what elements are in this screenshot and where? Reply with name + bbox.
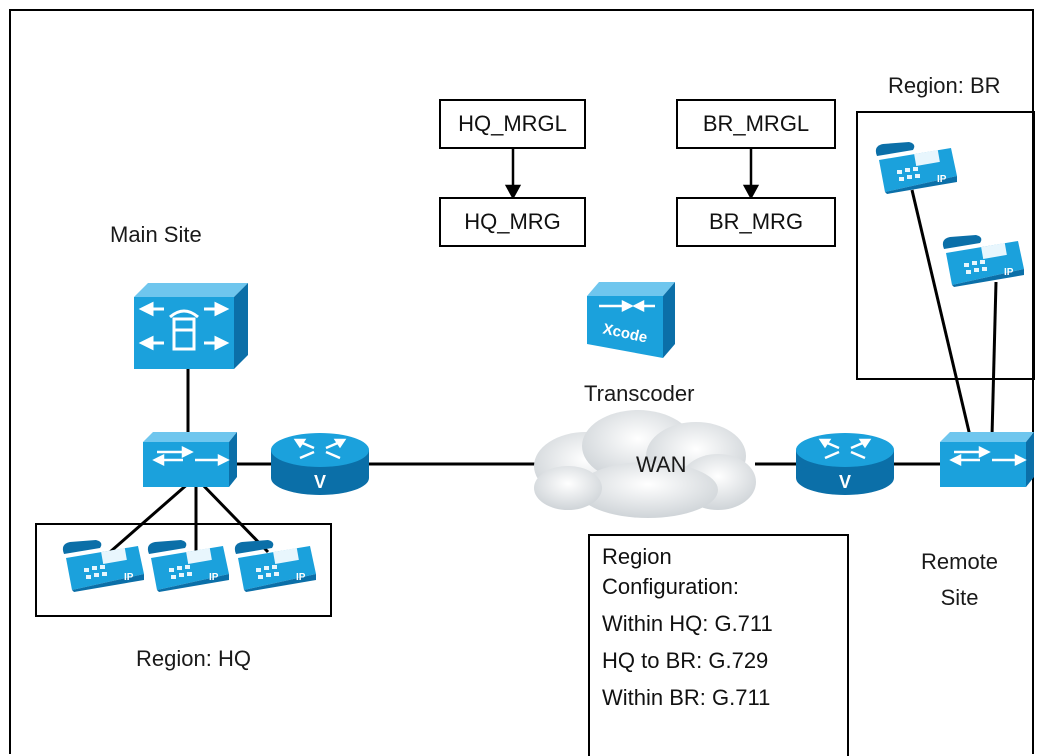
- call-manager-server: [134, 283, 248, 369]
- ip-phone-icon: IP: [147, 540, 229, 592]
- ip-phone-hq-2: IP: [145, 540, 229, 592]
- ip-phone-icon: IP: [234, 540, 316, 592]
- remote-site-line2: Site: [940, 585, 979, 610]
- hq-voice-router: V: [270, 432, 370, 496]
- router-icon: V: [271, 433, 369, 495]
- br-mrg-box: BR_MRG: [676, 197, 836, 247]
- region-br-box: [856, 111, 1035, 380]
- call-manager-icon: [134, 283, 248, 369]
- br-mrgl-box: BR_MRGL: [676, 99, 836, 149]
- arrow-head-br: [742, 184, 760, 200]
- router-icon: V: [796, 433, 894, 495]
- phone-mark: IP: [209, 572, 219, 583]
- ip-phone-br-1: IP: [873, 142, 957, 194]
- hq-mrgl-box: HQ_MRGL: [439, 99, 586, 149]
- phone-mark: IP: [124, 572, 134, 583]
- region-config-row: Within BR: G.711: [602, 685, 771, 710]
- br-mrg-label: BR_MRG: [708, 209, 804, 234]
- link-switch-phone-hq3: [198, 480, 270, 554]
- phone-mark: IP: [1004, 267, 1014, 278]
- cloud-icon: [534, 410, 756, 518]
- ip-phone-br-2: IP: [940, 235, 1024, 287]
- remote-site-label: Remote Site: [921, 544, 998, 616]
- region-config-row: Within HQ: G.711: [602, 611, 773, 636]
- br-mrgl-label: BR_MRGL: [702, 111, 810, 136]
- link-switch-phone-br1: [910, 189, 972, 437]
- hq-mrg-box: HQ_MRG: [439, 197, 586, 247]
- ip-phone-hq-1: IP: [60, 540, 144, 592]
- br-switch: [940, 432, 1034, 487]
- hq-router-mark: V: [314, 472, 326, 492]
- switch-icon: [940, 432, 1034, 487]
- region-configuration-box: Region Configuration: Within HQ: G.711 H…: [588, 534, 849, 756]
- transcoder-icon: Xcode: [587, 282, 675, 358]
- wan-label: WAN: [636, 452, 687, 477]
- switch-icon: [143, 432, 237, 487]
- transcoder-label: Transcoder: [584, 381, 695, 406]
- region-config-row: HQ to BR: G.729: [602, 648, 769, 673]
- region-br-label: Region: BR: [888, 73, 1001, 98]
- phone-mark: IP: [937, 174, 947, 185]
- br-router-mark: V: [839, 472, 851, 492]
- arrow-head-hq: [504, 184, 522, 200]
- region-hq-label: Region: HQ: [136, 646, 251, 671]
- link-switch-phone-br2: [990, 281, 998, 437]
- ip-phone-icon: IP: [875, 142, 957, 194]
- hq-mrg-label: HQ_MRG: [464, 209, 561, 234]
- ip-phone-icon: IP: [62, 540, 144, 592]
- link-switch-phone-hq1: [109, 480, 191, 554]
- hq-mrgl-label: HQ_MRGL: [458, 111, 567, 136]
- br-voice-router: V: [795, 432, 895, 496]
- remote-site-line1: Remote: [921, 549, 999, 574]
- hq-switch: [143, 432, 237, 487]
- region-config-title-line2: Configuration:: [602, 574, 739, 599]
- region-hq-box: [35, 523, 332, 617]
- ip-phone-icon: IP: [942, 235, 1024, 287]
- ip-phone-hq-3: IP: [232, 540, 316, 592]
- phone-mark: IP: [296, 572, 306, 583]
- wan-cloud: WAN: [528, 404, 760, 522]
- main-site-label: Main Site: [110, 222, 202, 247]
- transcoder-device: Xcode: [583, 282, 675, 362]
- region-config-title-line1: Region: [602, 544, 672, 569]
- diagram-frame: [9, 9, 1034, 754]
